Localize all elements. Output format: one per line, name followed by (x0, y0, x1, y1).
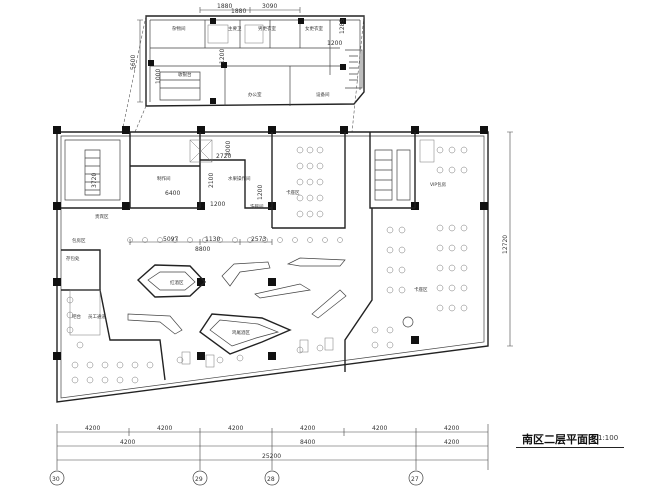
room-label: 制作间 (157, 175, 171, 182)
bottom-dimensions: 4200 4200 4200 4200 4200 4200 4200 8400 … (49, 424, 489, 486)
room-label: 办公室 (248, 91, 262, 98)
dim-seg: 4200 (85, 425, 100, 432)
axis-label: 28 (267, 476, 275, 483)
dim-main-3720: 3720 (91, 173, 98, 188)
dim-mid: 4200 (120, 439, 135, 446)
dim-main-5097: 5097 (163, 236, 178, 243)
room-label: 员工通道 (88, 313, 106, 320)
axis-label: 29 (195, 476, 203, 483)
upper-plan: 1880 3090 1880 5600 1200 1285 1200 1000 … (130, 3, 365, 107)
room-label: 卡座区 (414, 286, 428, 293)
dim-seg: 4200 (157, 425, 172, 432)
dim-inner-4: 1200 (219, 49, 226, 64)
room-label: 水果操作间 (228, 175, 251, 182)
dim-inner-3: 1285 (339, 19, 346, 34)
dim-seg: 4200 (444, 425, 459, 432)
dim-left: 5600 (130, 55, 137, 70)
dim-top-1: 1880 (217, 3, 232, 10)
room-label: 收银台 (178, 71, 192, 78)
drawing-title: 南区二层平面图 (522, 433, 599, 446)
dim-inner-5: 1000 (155, 69, 162, 84)
room-label: 洗碗间 (250, 203, 264, 210)
dim-main-2720: 2720 (216, 153, 231, 160)
dim-main-1200b: 1200 (257, 185, 264, 200)
dim-main-8800: 8800 (195, 246, 210, 253)
axis-label: 27 (411, 476, 419, 483)
dim-main-3000: 3000 (225, 141, 232, 156)
room-label: 包房区 (72, 237, 86, 244)
room-label: 男更衣室 (258, 25, 276, 32)
room-label: VIP包房 (430, 181, 447, 188)
room-label: 女更衣室 (305, 25, 323, 32)
room-label: 贵宾区 (95, 213, 109, 220)
axis-label: 30 (52, 476, 60, 483)
room-label: 卡座区 (286, 189, 300, 196)
dim-mid: 4200 (444, 439, 459, 446)
dim-top-2: 3090 (262, 3, 277, 10)
dim-right: 12720 (502, 235, 509, 254)
dim-seg: 4200 (228, 425, 243, 432)
dim-inner-2: 1200 (327, 40, 342, 47)
dim-main-1200: 1200 (210, 201, 225, 208)
dim-main-2573: 2573 (251, 236, 266, 243)
dim-inner-1: 1880 (231, 8, 246, 15)
room-label: 主要卫 (228, 25, 242, 32)
dim-seg: 4200 (300, 425, 315, 432)
dim-main-6400: 6400 (165, 190, 180, 197)
drawing-title-block: 南区二层平面图 1:100 (516, 427, 624, 448)
room-label: 鸡尾酒区 (232, 329, 250, 336)
seating-pattern (66, 146, 468, 384)
drawing-scale: 1:100 (598, 434, 619, 442)
main-plan: 5097 1130 2573 8800 6400 3720 2100 3000 … (53, 126, 513, 403)
room-label: 吧台 (72, 313, 81, 320)
dim-total: 25200 (262, 453, 281, 460)
room-label: 设备间 (316, 91, 330, 98)
room-label: 杂物间 (172, 25, 186, 32)
room-label: 红酒区 (170, 279, 184, 286)
dim-mid: 8400 (300, 439, 315, 446)
room-label: 存包处 (66, 255, 80, 262)
dim-seg: 4200 (372, 425, 387, 432)
dim-main-1130: 1130 (205, 236, 220, 243)
dim-main-2100: 2100 (208, 173, 215, 188)
